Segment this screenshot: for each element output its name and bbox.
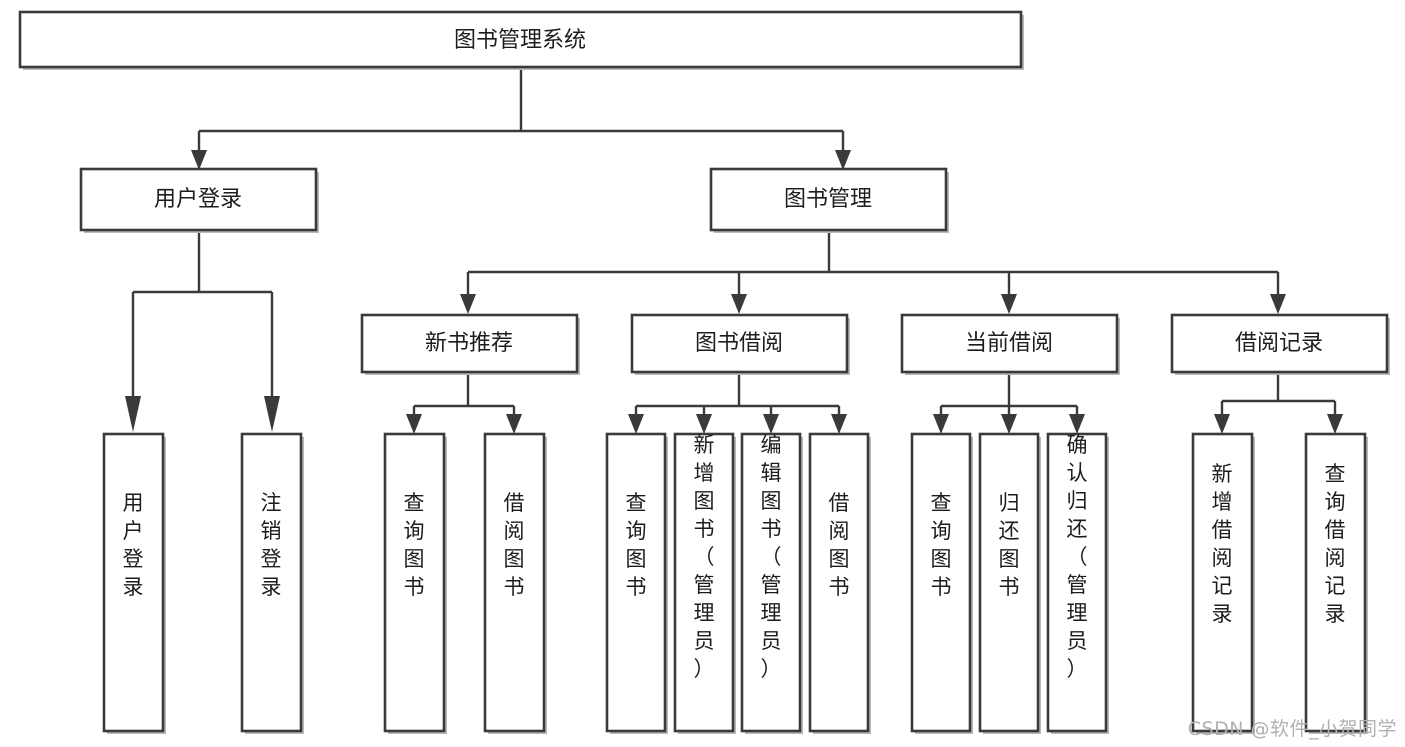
node-leaf-confirm-return[interactable]: 确认归还（管理员） [1046,432,1109,734]
node-book-borrow-label: 图书借阅 [695,331,783,356]
node-root[interactable]: 图书管理系统 [18,10,1024,70]
edge-userlogin-to-leaves [125,233,280,432]
node-leaf-query-book-2-label: 查询图书 [626,491,647,599]
node-leaf-borrow-book-2[interactable]: 借阅图书 [808,432,871,734]
node-borrow-record[interactable]: 借阅记录 [1170,313,1390,375]
node-book-management-label: 图书管理 [784,187,872,212]
node-leaf-edit-book-label: 编辑图书（管理员） [761,433,782,681]
edge-root-to-level2 [191,70,851,170]
node-leaf-add-record-label: 新增借阅记录 [1212,462,1233,626]
node-leaf-borrow-book-2-label: 借阅图书 [829,491,850,599]
edge-borrowrecord-to-leaves [1214,375,1343,434]
node-leaf-logout-login-label: 注销登录 [261,491,282,599]
edge-newbook-to-leaves [406,375,522,434]
node-user-login[interactable]: 用户登录 [79,167,319,233]
edge-bookborrow-to-leaves [628,375,847,434]
node-leaf-query-book-3-label: 查询图书 [931,491,952,599]
node-new-book-recommend-label: 新书推荐 [425,331,513,356]
node-leaf-return-book[interactable]: 归还图书 [978,432,1041,734]
node-leaf-add-book[interactable]: 新增图书（管理员） [673,432,736,734]
node-leaf-query-book-1-label: 查询图书 [404,491,425,599]
node-root-label: 图书管理系统 [454,28,586,53]
node-leaf-query-record[interactable]: 查询借阅记录 [1304,432,1368,734]
edge-currentborrow-to-leaves [933,375,1085,434]
edge-bookmgmt-to-level3 [460,233,1286,314]
node-leaf-borrow-book-1-label: 借阅图书 [504,491,525,599]
node-leaf-return-book-label: 归还图书 [999,491,1020,599]
node-current-borrow[interactable]: 当前借阅 [900,313,1120,375]
node-leaf-query-book-1[interactable]: 查询图书 [383,432,447,734]
node-user-login-label: 用户登录 [154,187,242,212]
node-leaf-query-book-3[interactable]: 查询图书 [910,432,973,734]
node-leaf-logout-login[interactable]: 注销登录 [240,432,304,734]
node-leaf-query-book-2[interactable]: 查询图书 [605,432,668,734]
node-current-borrow-label: 当前借阅 [965,331,1053,356]
node-leaf-user-login[interactable]: 用户登录 [102,432,166,734]
node-book-borrow[interactable]: 图书借阅 [630,313,850,375]
edges-layer [125,70,1343,434]
node-leaf-borrow-book-1[interactable]: 借阅图书 [483,432,547,734]
node-leaf-query-record-label: 查询借阅记录 [1325,462,1346,626]
node-borrow-record-label: 借阅记录 [1235,331,1323,356]
node-book-management[interactable]: 图书管理 [709,167,949,233]
node-leaf-edit-book[interactable]: 编辑图书（管理员） [740,432,803,734]
node-leaf-add-book-label: 新增图书（管理员） [694,433,715,681]
node-leaf-add-record[interactable]: 新增借阅记录 [1191,432,1255,734]
node-new-book-recommend[interactable]: 新书推荐 [360,313,580,375]
node-leaf-confirm-return-label: 确认归还（管理员） [1067,433,1088,681]
node-leaf-user-login-label: 用户登录 [123,491,144,599]
